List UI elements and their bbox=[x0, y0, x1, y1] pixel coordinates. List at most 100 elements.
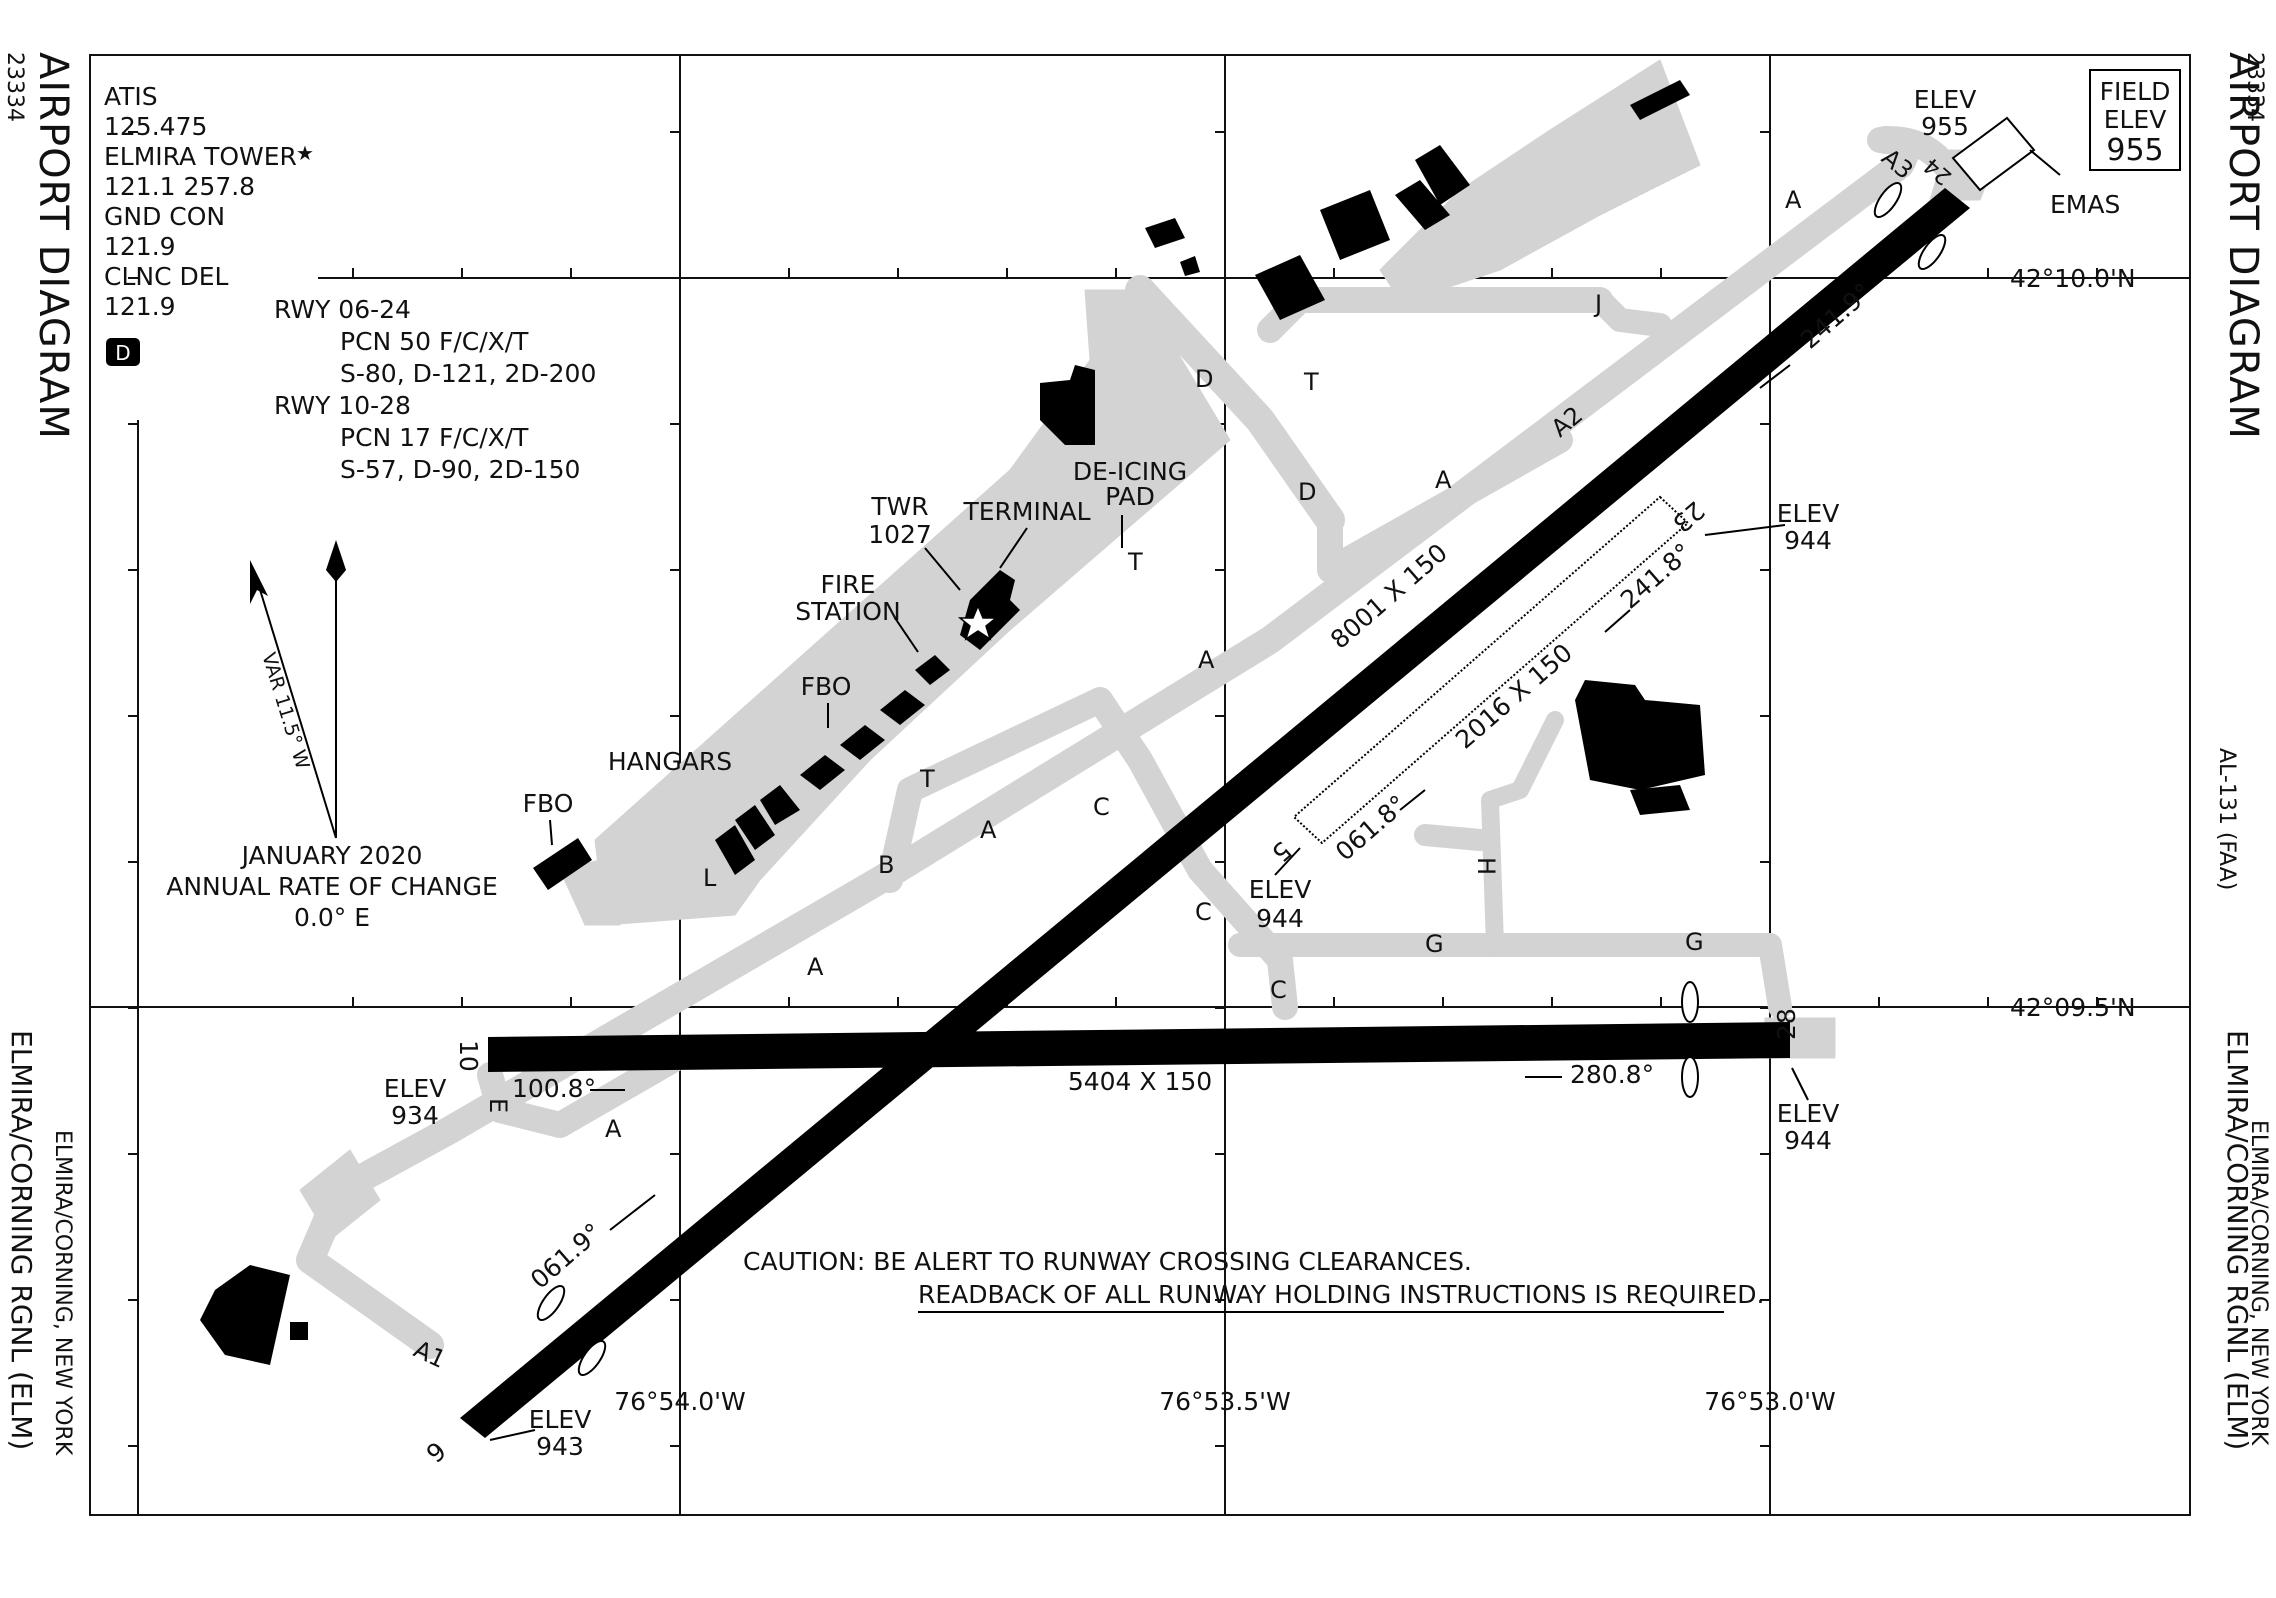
twy-label-c-2: C bbox=[1195, 898, 1212, 926]
building-sw-small bbox=[290, 1322, 308, 1340]
freq-gnd-value: 121.9 bbox=[104, 232, 176, 261]
chart-title-right: AIRPORT DIAGRAM bbox=[2220, 52, 2266, 440]
twy-label-e: E bbox=[484, 1098, 512, 1113]
freq-tower-label: ELMIRA TOWER bbox=[104, 142, 297, 171]
hold-marker-icon bbox=[1681, 1056, 1699, 1098]
caution-line-1: CAUTION: BE ALERT TO RUNWAY CROSSING CLE… bbox=[743, 1247, 1472, 1276]
field-elev-frame bbox=[2089, 69, 2181, 171]
hdg-100-8: 100.8° bbox=[512, 1074, 596, 1103]
lat-label-1: 42°10.0'N bbox=[2010, 264, 2136, 293]
control-tower-icon bbox=[957, 604, 999, 641]
magvar-date: JANUARY 2020 bbox=[240, 841, 423, 870]
location-right: ELMIRA/CORNING, NEW YORK bbox=[2246, 1120, 2271, 1446]
magnetic-north-arrow-icon bbox=[250, 560, 268, 604]
twy-label-a-3: A bbox=[980, 816, 997, 844]
leader-emas bbox=[2029, 149, 2061, 176]
fbo-arrow-2-icon bbox=[549, 819, 553, 846]
lon-label-1: 76°54.0'W bbox=[614, 1387, 746, 1416]
deicing-label-2: PAD bbox=[1105, 482, 1155, 511]
building-sw bbox=[200, 1265, 290, 1365]
elev-label-23: ELEV bbox=[1777, 499, 1840, 528]
rwy-end-10: 10 bbox=[454, 1040, 483, 1072]
elev-value-944-23: 944 bbox=[1784, 526, 1832, 555]
main-apron bbox=[594, 289, 1231, 926]
taxiway-c bbox=[877, 687, 1298, 1020]
twy-label-j: J bbox=[1593, 290, 1602, 318]
twy-label-a-ne: A bbox=[1785, 186, 1802, 214]
magnetic-variation: VAR 11.5° W JANUARY 2020 ANNUAL RATE OF … bbox=[166, 540, 498, 932]
fire-station bbox=[915, 655, 950, 685]
facility-labels: EMAS DE-ICING PAD TWR 1027 TERMINAL FIRE… bbox=[523, 190, 2120, 846]
tower-star-icon: ★ bbox=[296, 141, 314, 165]
hangars-label: HANGARS bbox=[608, 747, 732, 776]
d-badge-box bbox=[106, 338, 140, 366]
twr-leader bbox=[924, 547, 961, 591]
left-side-header: AIRPORT DIAGRAM 23334 ELMIRA/CORNING RGN… bbox=[2, 52, 76, 1456]
fbo-building-1 bbox=[880, 690, 925, 725]
building-ne-2 bbox=[1415, 145, 1470, 205]
freq-gnd-label: GND CON bbox=[104, 202, 225, 231]
emas-label: EMAS bbox=[2050, 190, 2120, 219]
building-east-2 bbox=[1630, 785, 1690, 815]
runway-info: RWY 06-24 PCN 50 F/C/X/T S-80, D-121, 2D… bbox=[274, 295, 596, 484]
field-elev-value: 955 bbox=[2106, 133, 2163, 168]
rwy-end-28: 28 bbox=[1772, 1008, 1801, 1040]
rwy-info-4: PCN 17 F/C/X/T bbox=[340, 423, 529, 452]
var-label: VAR 11.5° W bbox=[257, 650, 313, 772]
hdg-241-9-arrow-icon bbox=[1759, 364, 1791, 389]
building-ne-3 bbox=[1395, 180, 1450, 230]
elev-value-934: 934 bbox=[391, 1101, 439, 1130]
hangar-2 bbox=[735, 805, 775, 850]
hold-marker-icon bbox=[577, 1339, 607, 1377]
twy-label-a-mid: A bbox=[1435, 466, 1452, 494]
freq-tower-value: 121.1 257.8 bbox=[104, 172, 255, 201]
hangar-1 bbox=[760, 785, 800, 825]
freq-atis-label: ATIS bbox=[104, 82, 158, 111]
leader-23 bbox=[1704, 524, 1786, 536]
chart-frame bbox=[89, 54, 2191, 1516]
taxiway-d-connector bbox=[1317, 427, 1573, 583]
taxiways bbox=[296, 59, 2001, 1359]
twy-label-g-1: G bbox=[1425, 930, 1444, 958]
taxiway-j bbox=[1588, 288, 1672, 337]
leader-6 bbox=[489, 1429, 536, 1441]
twy-label-t-2: T bbox=[1127, 548, 1143, 576]
elev-label-6: ELEV bbox=[529, 1405, 592, 1434]
magnetic-north-line bbox=[253, 569, 337, 839]
d-badge: D bbox=[115, 341, 130, 365]
rwy-10-28-dims: 5404 X 150 bbox=[1068, 1067, 1212, 1096]
northeast-apron bbox=[1379, 59, 1701, 301]
freq-clnc-label: CLNC DEL bbox=[104, 262, 229, 291]
fire-label-2: STATION bbox=[795, 597, 900, 626]
hold-marker-icon bbox=[536, 1284, 566, 1322]
taxiway-a3 bbox=[1867, 126, 1958, 178]
runway-10-28 bbox=[488, 1022, 1790, 1072]
hdg-061-9-arrow-icon bbox=[609, 1194, 656, 1231]
field-elevation-box: FIELD ELEV 955 bbox=[2089, 69, 2181, 171]
fbo-building-sw bbox=[533, 838, 592, 890]
twy-label-g-2: G bbox=[1685, 928, 1704, 956]
elev-value-943: 943 bbox=[536, 1432, 584, 1461]
building-n-2 bbox=[1180, 256, 1200, 276]
twy-label-a-4: A bbox=[807, 953, 824, 981]
terminal-label: TERMINAL bbox=[962, 497, 1090, 526]
fbo-label-2: FBO bbox=[523, 789, 574, 818]
twr-label-2: 1027 bbox=[868, 520, 932, 549]
building-ne-5 bbox=[1255, 255, 1325, 320]
twy-label-h: H bbox=[1472, 857, 1500, 875]
lat-label-2: 42°09.5'N bbox=[2010, 993, 2136, 1022]
fbo-building-2 bbox=[840, 725, 885, 760]
magvar-rate-line: ANNUAL RATE OF CHANGE bbox=[166, 872, 498, 901]
southwest-apron bbox=[299, 1149, 381, 1241]
hold-marker-icon bbox=[1917, 233, 1947, 271]
taxiway-h-stub bbox=[1414, 824, 1491, 851]
hangar-3 bbox=[715, 825, 755, 875]
elevation-labels: ELEV 955 ELEV 944 ELEV 944 ELEV 934 ELEV… bbox=[384, 85, 2061, 1461]
caution-line-2: READBACK OF ALL RUNWAY HOLDING INSTRUCTI… bbox=[918, 1280, 1764, 1309]
buildings bbox=[200, 80, 1705, 1365]
fire-label-1: FIRE bbox=[821, 570, 876, 599]
taxiway-d bbox=[1125, 275, 1345, 535]
taxiway-e bbox=[477, 1037, 703, 1138]
hdg-061-9: 061.9° bbox=[525, 1217, 607, 1294]
